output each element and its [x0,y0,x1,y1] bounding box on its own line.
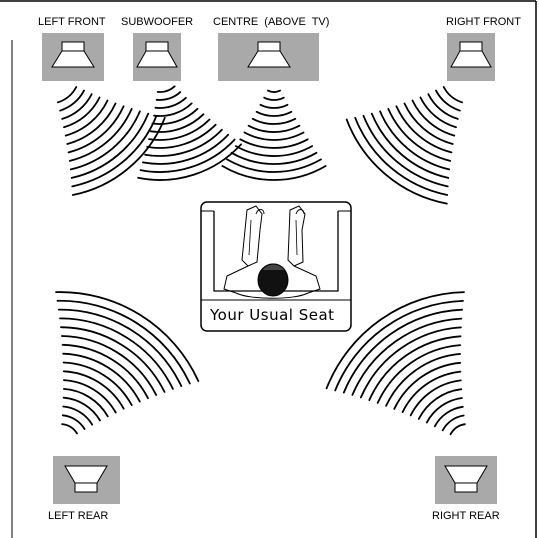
seat-label: Your Usual Seat [210,306,335,324]
